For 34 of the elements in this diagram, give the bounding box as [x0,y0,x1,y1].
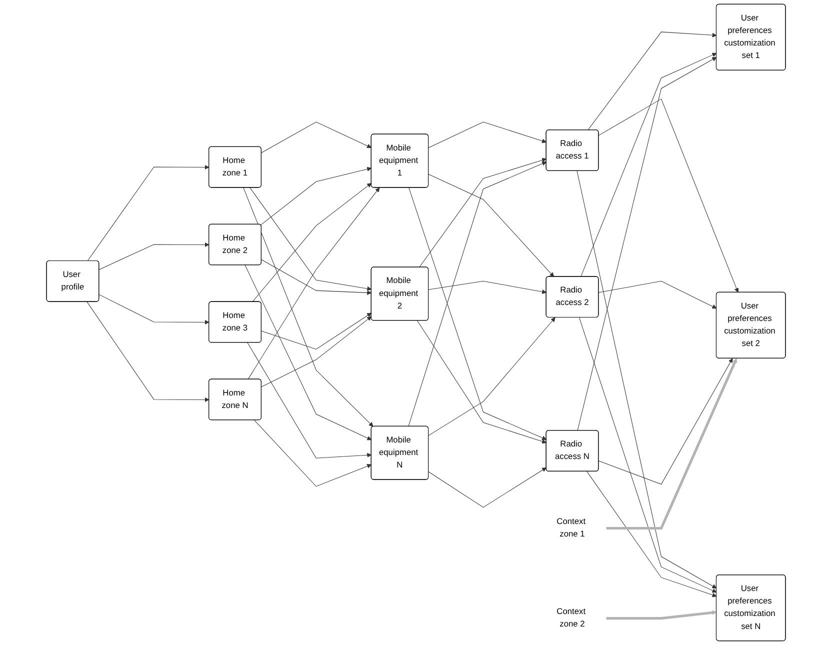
node-text: Context zone 1 [556,517,586,539]
arrow [428,122,547,148]
arrow [254,420,372,487]
arrow [260,166,372,226]
arrow [428,174,554,277]
arrow [243,187,374,427]
arrow [244,264,372,440]
arrow [428,317,556,436]
arrow [578,317,717,593]
arrow [580,52,717,277]
arrow [428,280,547,294]
arrow [606,610,717,620]
node-text: Context zone 2 [556,607,586,629]
arrow [261,122,372,153]
arrow [598,280,717,309]
arrow [87,164,210,262]
arrow [577,57,717,431]
arrow [428,467,547,508]
arrow [261,312,372,350]
arrow [598,98,739,293]
arrow [86,302,210,402]
arrow [98,242,210,270]
arrow [247,342,372,458]
arrow [417,320,547,444]
arrow [98,294,210,325]
arrow [248,187,380,380]
arrow [419,158,547,268]
arrow [576,170,717,588]
arrow [586,471,717,598]
arrow [261,316,372,388]
arrow [261,259,372,296]
arrow [606,358,737,530]
arrow [588,32,717,130]
arrow [598,358,733,485]
